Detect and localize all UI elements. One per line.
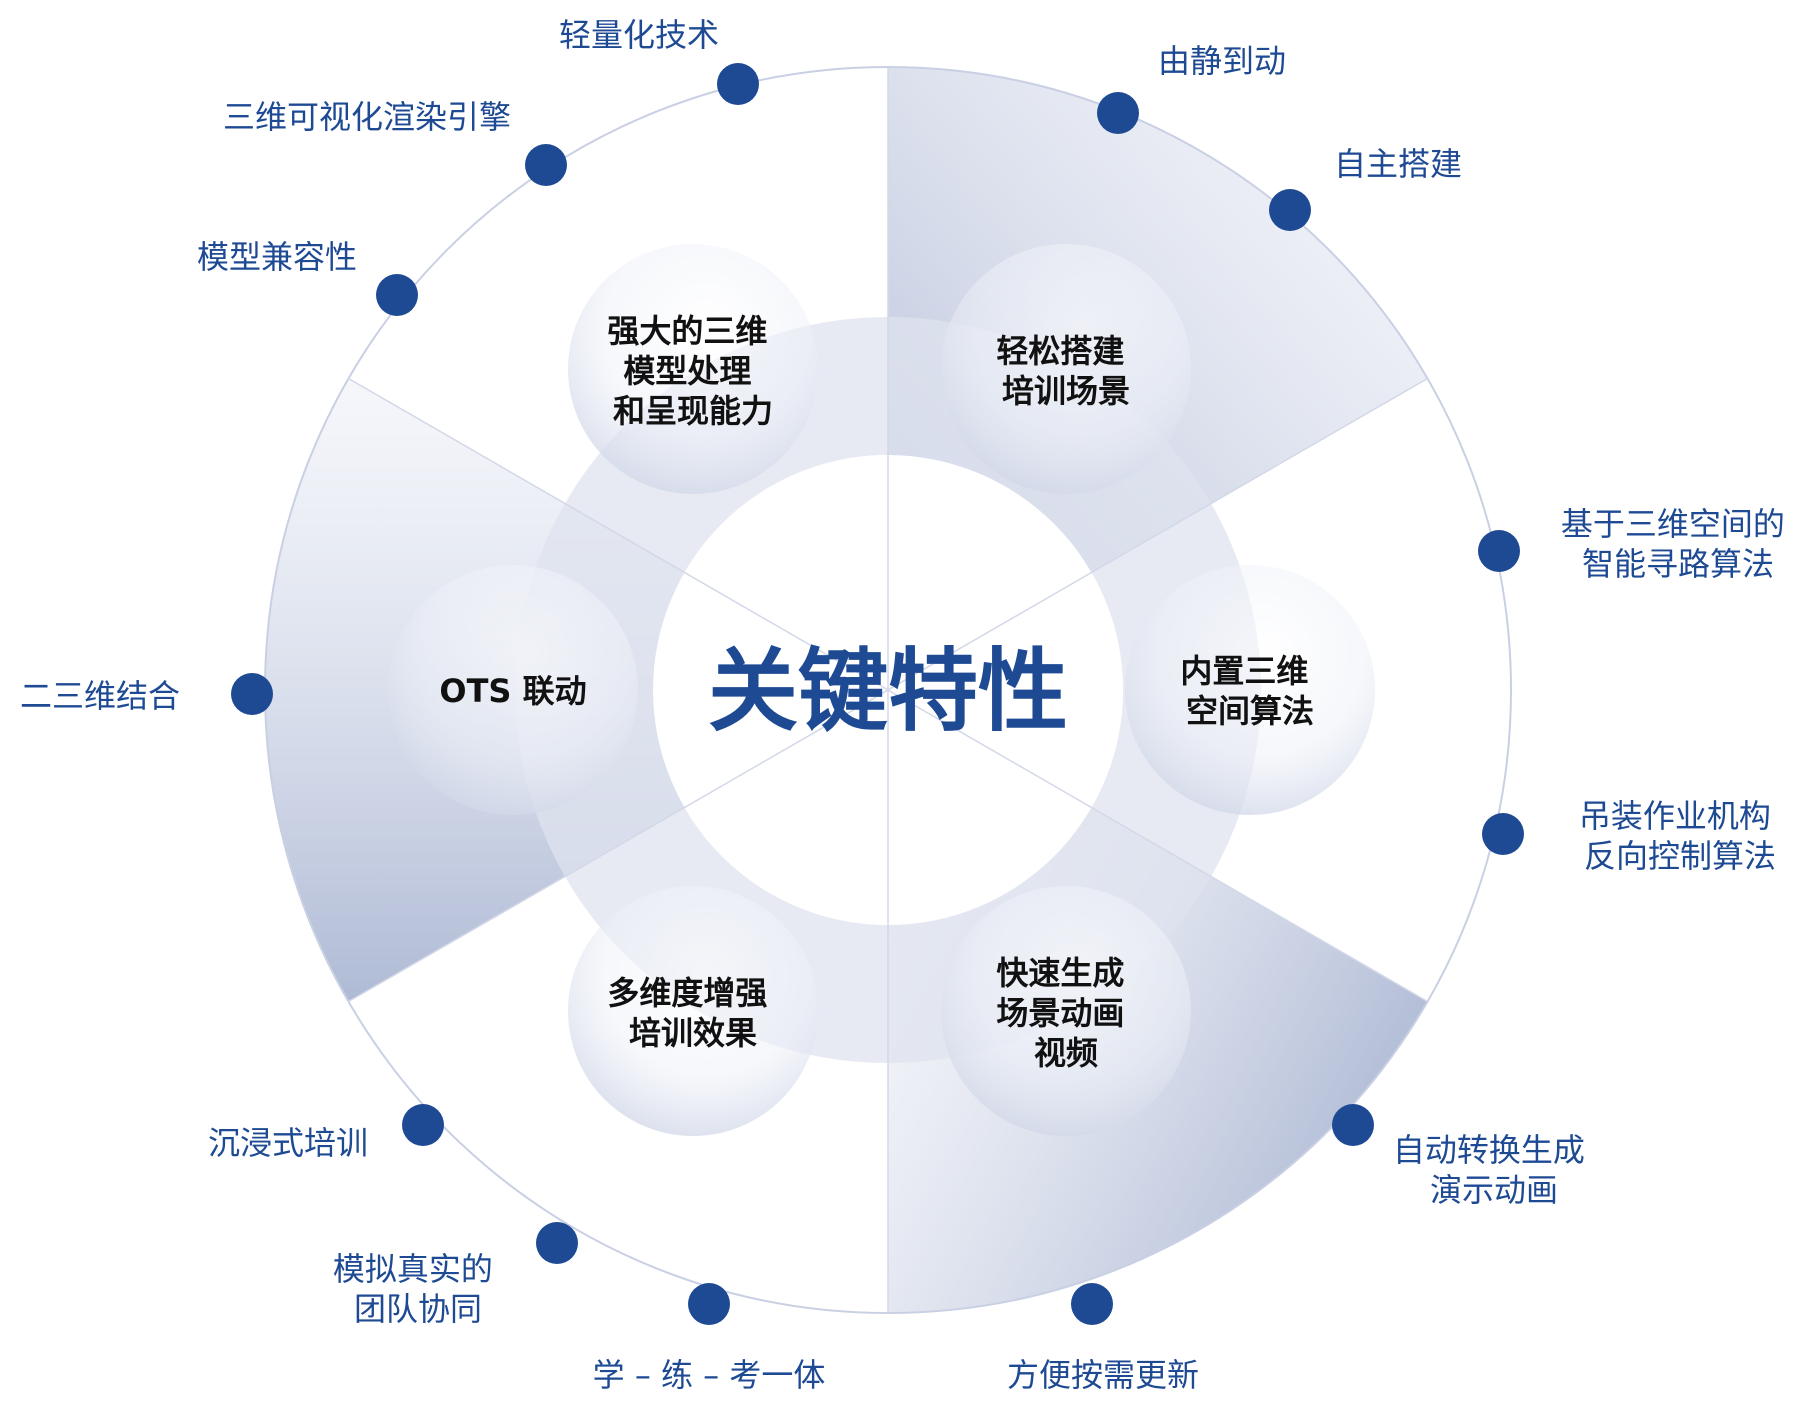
divider-lines xyxy=(348,67,1428,1313)
outer-label-learn-practice-exam: 学 – 练 – 考一体 xyxy=(593,1356,826,1394)
outer-dot-inverse-control xyxy=(1482,813,1524,855)
outer-label-self-building: 自主搭建 xyxy=(1334,145,1462,183)
outer-label-static-to-dynamic: 由静到动 xyxy=(1158,42,1286,80)
outer-dot-self-building xyxy=(1269,189,1311,231)
outer-dot-on-demand-update xyxy=(1071,1283,1113,1325)
outer-dot-immersive-training xyxy=(402,1104,444,1146)
outer-label-2d-3d-combine: 二三维结合 xyxy=(20,677,180,715)
outer-labels: 轻量化技术 三维可视化渲染引擎 模型兼容性 由静到动 自主搭建 基于三维空间的 … xyxy=(20,16,1795,1394)
outer-label-on-demand-update: 方便按需更新 xyxy=(1007,1356,1199,1394)
feature-circle-ots-link xyxy=(388,565,638,815)
outer-label-auto-animation: 自动转换生成 演示动画 xyxy=(1393,1131,1595,1209)
outer-dot-lightweight-tech xyxy=(717,63,759,105)
outer-dot-model-compat xyxy=(376,274,418,316)
outer-dot-learn-practice-exam xyxy=(688,1283,730,1325)
feature-circle-easy-scene-building xyxy=(941,244,1191,494)
outer-dot-static-to-dynamic xyxy=(1097,92,1139,134)
outer-label-inverse-control: 吊装作业机构 反向控制算法 xyxy=(1579,797,1781,875)
outer-label-pathfinding: 基于三维空间的 智能寻路算法 xyxy=(1561,505,1795,583)
feature-label-ots-link: OTS 联动 xyxy=(439,672,586,710)
outer-label-model-compat: 模型兼容性 xyxy=(197,238,357,276)
feature-label-scene-animation: 快速生成 场景动画 视频 xyxy=(996,954,1135,1072)
outer-label-team-collab: 模拟真实的 团队协同 xyxy=(333,1250,503,1328)
feature-circle-3d-model-processing xyxy=(568,244,818,494)
outer-dot-2d-3d-combine xyxy=(231,673,273,715)
feature-circle-spatial-algorithm xyxy=(1125,565,1375,815)
outer-label-immersive-training: 沉浸式培训 xyxy=(208,1124,368,1162)
outer-dot-render-engine xyxy=(525,144,567,186)
feature-circles xyxy=(388,244,1375,1136)
feature-label-multi-dimension-training: 多维度增强 培训效果 xyxy=(607,974,778,1052)
outer-dot-team-collab xyxy=(536,1222,578,1264)
outer-dot-pathfinding xyxy=(1478,530,1520,572)
feature-label-spatial-algorithm: 内置三维 空间算法 xyxy=(1180,652,1319,730)
outer-label-lightweight-tech: 轻量化技术 xyxy=(559,16,719,54)
feature-label-easy-scene-building: 轻松搭建 培训场景 xyxy=(996,332,1135,410)
center-title: 关键特性 xyxy=(708,639,1068,744)
outer-dots xyxy=(231,63,1524,1325)
feature-labels: 强大的三维 模型处理 和呈现能力 轻松搭建 培训场景 内置三维 空间算法 快速生… xyxy=(439,312,1319,1072)
outer-dot-auto-animation xyxy=(1332,1104,1374,1146)
feature-circle-scene-animation xyxy=(941,886,1191,1136)
feature-label-3d-model-processing: 强大的三维 模型处理 和呈现能力 xyxy=(607,312,778,430)
outer-label-render-engine: 三维可视化渲染引擎 xyxy=(223,98,511,136)
feature-circle-multi-dimension-training xyxy=(568,886,818,1136)
